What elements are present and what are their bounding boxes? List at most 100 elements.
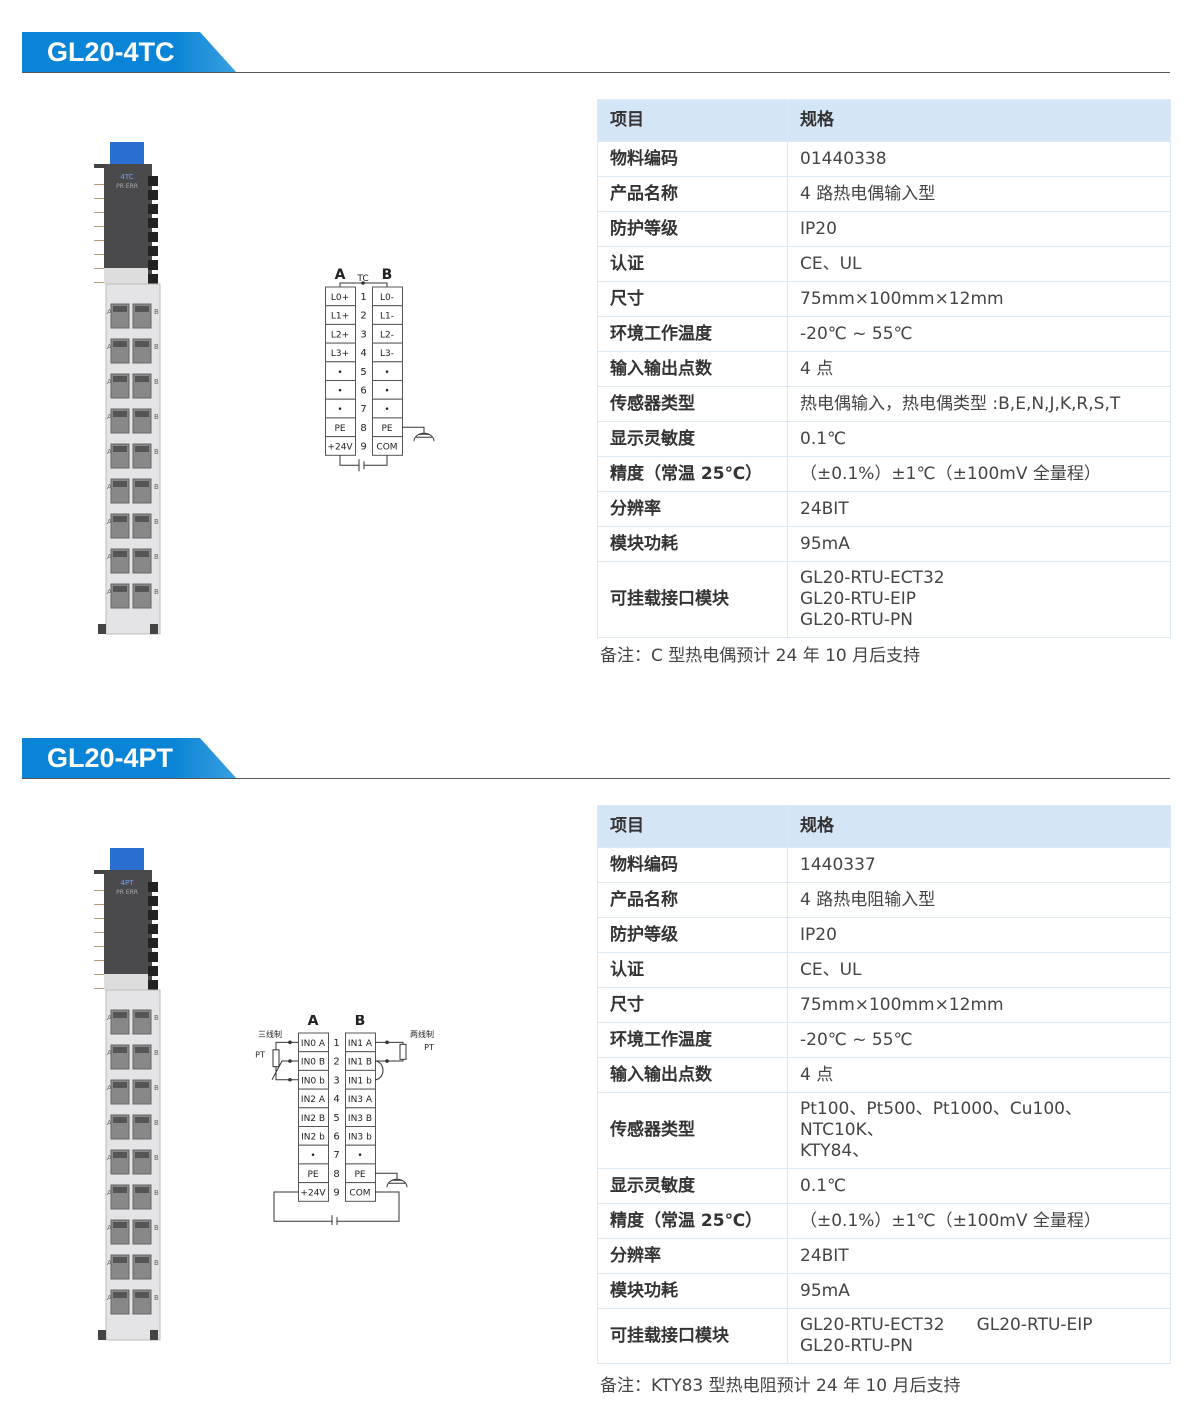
terminal-number: 6 <box>360 386 366 397</box>
spec-value-text: CE、UL <box>800 253 862 274</box>
spec-value-line: -20℃ ~ 55℃ <box>800 1030 1158 1051</box>
svg-text:A: A <box>107 1049 112 1057</box>
terminal-number: 8 <box>333 1169 339 1180</box>
spec-value-line: KTY84、 <box>800 1141 1158 1162</box>
spec-value-text: 01440338 <box>800 148 887 169</box>
column-header: 规格 <box>787 99 1171 142</box>
spec-value-line: 95mA <box>800 534 1158 555</box>
terminal-a-2: IN0 B <box>301 1058 325 1068</box>
spec-value-line: 4 点 <box>800 359 1158 380</box>
section-title: GL20-4PT <box>47 743 174 773</box>
terminal-a-7: • <box>337 405 342 415</box>
spec-value: 4 点 <box>787 1057 1171 1093</box>
spec-value-text: 75mm×100mm×12mm <box>800 994 1004 1015</box>
spec-value: （±0.1%）±1℃（±100mV 全量程） <box>787 1203 1171 1239</box>
terminal-b-8: PE <box>354 1170 365 1180</box>
blue-latch <box>110 848 144 870</box>
terminal-b-7: • <box>357 1151 362 1161</box>
column-header: 规格 <box>787 805 1171 848</box>
spec-value-text: 24BIT <box>800 1245 849 1266</box>
terminal-a-5: • <box>337 368 342 378</box>
table-row: 传感器类型热电偶输入，热电偶类型 :B,E,N,J,K,R,S,T <box>597 386 1171 422</box>
spec-key: 认证 <box>597 952 788 988</box>
svg-text:A: A <box>107 553 112 561</box>
terminal-number: 7 <box>360 404 366 415</box>
spec-value-text: 4 路热电偶输入型 <box>800 183 936 204</box>
spec-value-line: GL20-RTU-PN <box>800 1336 1158 1357</box>
terminal-a-4: IN2 A <box>301 1095 326 1105</box>
spec-key: 模块功耗 <box>597 1273 788 1309</box>
svg-text:B: B <box>154 518 159 526</box>
table-row: 精度（常温 25℃）（±0.1%）±1℃（±100mV 全量程） <box>597 1203 1171 1239</box>
spec-value-line: 0.1℃ <box>800 429 1158 450</box>
column-b-label: B <box>355 1015 366 1029</box>
svg-text:A: A <box>107 1084 112 1092</box>
svg-text:A: A <box>107 1119 112 1127</box>
svg-text:B: B <box>154 483 159 491</box>
spec-value-text: CE、UL <box>800 959 862 980</box>
table-row: 尺寸 75mm×100mm×12mm <box>597 987 1171 1023</box>
spec-value-line: CE、UL <box>800 254 1158 275</box>
svg-text:A: A <box>107 378 112 386</box>
three-wire-label: 三线制 <box>258 1029 282 1039</box>
spec-value-line: 95mA <box>800 1281 1158 1302</box>
table-row: 输入输出点数 4 点 <box>597 351 1171 387</box>
terminal-b-4: IN3 A <box>348 1095 373 1105</box>
spec-value: 4 路热电阻输入型 <box>787 882 1171 918</box>
terminal-b-5: IN3 B <box>348 1114 372 1124</box>
terminal-a-5: IN2 B <box>301 1114 325 1124</box>
column-a-label: A <box>308 1015 319 1029</box>
spec-value: CE、UL <box>787 952 1171 988</box>
spec-value: （±0.1%）±1℃（±100mV 全量程） <box>787 456 1171 492</box>
terminal-number: 9 <box>333 1188 339 1199</box>
svg-text:B: B <box>154 1049 159 1057</box>
spec-value: -20℃ ~ 55℃ <box>787 316 1171 352</box>
spec-key: 尺寸 <box>597 281 788 317</box>
svg-text:A: A <box>107 483 112 491</box>
spec-value-line: GL20-RTU-PN <box>800 610 1158 631</box>
table-row: 模块功耗 95mA <box>597 1273 1171 1309</box>
spec-key: 输入输出点数 <box>597 351 788 387</box>
svg-text:A: A <box>107 588 112 596</box>
column-header: 项目 <box>597 805 788 848</box>
spec-value: 75mm×100mm×12mm <box>787 987 1171 1023</box>
spec-value-line: 0.1℃ <box>800 1176 1158 1197</box>
terminal-a-7: • <box>310 1151 315 1161</box>
header-divider <box>22 778 1170 779</box>
spec-value-text: GL20-RTU-ECT32 <box>800 1315 945 1335</box>
terminal-a-8: PE <box>307 1170 318 1180</box>
spec-value-line: GL20-RTU-EIP <box>800 589 1158 610</box>
spec-value-line: Pt100、Pt500、Pt1000、Cu100、NTC10K、 <box>800 1099 1158 1141</box>
svg-text:A: A <box>107 1154 112 1162</box>
spec-value-text: GL20-RTU-ECT32 <box>800 568 945 588</box>
svg-text:B: B <box>154 588 159 596</box>
spec-key: 尺寸 <box>597 987 788 1023</box>
spec-value: 4 路热电偶输入型 <box>787 176 1171 212</box>
spec-value: 24BIT <box>787 1238 1171 1274</box>
blue-latch <box>110 142 144 164</box>
device-leds: PR ERR <box>116 889 138 896</box>
spec-key: 物料编码 <box>597 847 788 883</box>
svg-text:B: B <box>154 448 159 456</box>
svg-text:B: B <box>154 1014 159 1022</box>
terminal-b-9: COM <box>376 443 397 453</box>
terminal-b-5: • <box>384 368 389 378</box>
column-header: 项目 <box>597 99 788 142</box>
spec-key: 精度（常温 25℃） <box>597 1203 788 1239</box>
terminal-number: 6 <box>333 1132 339 1143</box>
